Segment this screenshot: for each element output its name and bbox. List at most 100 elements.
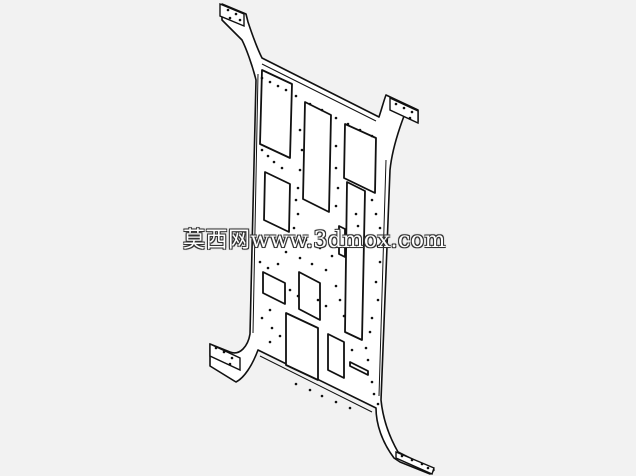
cutout-6: [262, 271, 286, 305]
mounting-hole: [296, 186, 300, 190]
mounting-hole: [376, 244, 380, 248]
bracket-top-left: [219, 2, 245, 28]
mounting-hole: [324, 268, 328, 272]
mounting-hole: [258, 260, 262, 264]
mounting-hole: [426, 466, 430, 470]
cutout-3: [343, 123, 377, 194]
mounting-hole: [268, 340, 272, 344]
mounting-hole: [352, 238, 356, 242]
mounting-hole: [272, 160, 276, 164]
mounting-hole: [278, 334, 282, 338]
bracket-bottom-right: [395, 450, 435, 475]
mounting-hole: [234, 12, 238, 16]
mounting-hole: [274, 244, 278, 248]
mounting-hole: [400, 454, 404, 458]
cutout-9: [327, 333, 345, 379]
mounting-hole: [370, 134, 374, 138]
mounting-hole: [264, 238, 268, 242]
mounting-hole: [294, 94, 298, 98]
mounting-hole: [346, 122, 350, 126]
mounting-hole: [276, 84, 280, 88]
mounting-hole: [320, 394, 324, 398]
mounting-hole: [334, 166, 338, 170]
mounting-hole: [402, 106, 406, 110]
mounting-hole: [296, 294, 300, 298]
mounting-hole: [372, 392, 376, 396]
cutout-2: [302, 101, 332, 213]
mounting-hole: [296, 212, 300, 216]
mounting-hole: [370, 198, 374, 202]
mounting-hole: [298, 168, 302, 172]
mounting-hole: [316, 298, 320, 302]
mounting-hole: [228, 16, 232, 20]
mounting-hole: [320, 108, 324, 112]
mounting-hole: [330, 254, 334, 258]
mounting-hole: [324, 304, 328, 308]
mounting-hole: [364, 346, 368, 350]
mounting-hole: [268, 80, 272, 84]
mounting-hole: [370, 380, 374, 384]
mounting-hole: [280, 166, 284, 170]
cutout-5: [338, 225, 346, 258]
mounting-hole: [358, 128, 362, 132]
mounting-hole: [370, 316, 374, 320]
mounting-hole: [238, 18, 242, 22]
mounting-hole: [376, 298, 380, 302]
mounting-hole: [288, 288, 292, 292]
mounting-hole: [366, 358, 370, 362]
bracket-bottom-left: [209, 342, 241, 372]
mounting-hole: [266, 266, 270, 270]
mounting-hole: [368, 330, 372, 334]
mounting-hole: [342, 314, 346, 318]
mounting-hole: [378, 260, 382, 264]
mounting-hole: [298, 256, 302, 260]
mounting-hole: [260, 316, 264, 320]
mounting-hole: [284, 250, 288, 254]
cutout-small-slot: [349, 361, 369, 376]
mounting-hole: [294, 198, 298, 202]
mounting-holes: [214, 8, 430, 470]
watermark-text: 莫西网www.3dmox.com: [183, 228, 446, 253]
mounting-hole: [334, 400, 338, 404]
mounting-hole: [394, 102, 398, 106]
mounting-hole: [318, 246, 322, 250]
mounting-hole: [408, 116, 412, 120]
mounting-hole: [266, 154, 270, 158]
mounting-hole: [334, 284, 338, 288]
mounting-hole: [334, 144, 338, 148]
mounting-hole: [276, 262, 280, 266]
plate-thickness-edge: [252, 63, 387, 413]
mounting-hole: [284, 88, 288, 92]
mounting-hole: [336, 186, 340, 190]
cutout-8: [285, 312, 319, 381]
mounting-hole: [300, 148, 304, 152]
mounting-hole: [230, 356, 234, 360]
mounting-hole: [354, 212, 358, 216]
mounting-hole: [374, 212, 378, 216]
mounting-hole: [298, 128, 302, 132]
mounting-hole: [338, 298, 342, 302]
mounting-hole: [410, 458, 414, 462]
mounting-hole: [260, 76, 264, 80]
mounting-hole: [308, 388, 312, 392]
mounting-hole: [310, 262, 314, 266]
mounting-hole: [334, 204, 338, 208]
mounting-hole: [222, 350, 226, 354]
mounting-hole: [350, 348, 354, 352]
mounting-hole: [334, 116, 338, 120]
mounting-hole: [410, 110, 414, 114]
cutout-1: [259, 69, 293, 159]
mounting-hole: [226, 8, 230, 12]
mounting-hole: [304, 238, 308, 242]
mounting-hole: [348, 406, 352, 410]
mounting-hole: [270, 326, 274, 330]
cutout-slot: [344, 181, 366, 341]
mounting-hole: [294, 382, 298, 386]
mounting-hole: [214, 346, 218, 350]
mounting-hole: [356, 224, 360, 228]
mounting-hole: [374, 280, 378, 284]
mounting-hole: [260, 148, 264, 152]
mounting-hole: [292, 226, 296, 230]
